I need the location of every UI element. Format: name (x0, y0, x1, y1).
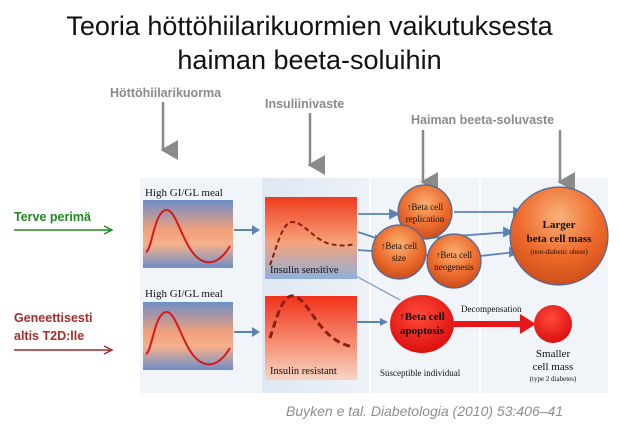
smaller-line1: Smaller (536, 348, 571, 360)
larger-line2: beta cell mass (527, 233, 592, 245)
citation: Buyken e tal. Diabetologia (2010) 53:406… (286, 403, 564, 419)
susceptible-label: Susceptible individual (380, 368, 461, 378)
neogenesis-line1: ↑Beta cell (436, 250, 473, 260)
beta-cell-apoptosis (390, 295, 454, 353)
neogenesis-line2: neogenesis (434, 262, 474, 272)
row-label-genetic-line2: altis T2D:lle (14, 329, 85, 343)
meal-label-top: High GI/GL meal (145, 187, 223, 199)
larger-line3: (non-diabetic obese) (530, 248, 588, 256)
insulin-resistant-label: Insulin resistant (270, 366, 337, 377)
decompensation-label: Decompensation (461, 304, 522, 314)
beta-cell-neogenesis (426, 233, 482, 289)
beta-cell-size (371, 224, 427, 280)
smaller-line2: cell mass (533, 361, 574, 373)
apoptosis-line2: apoptosis (400, 325, 445, 337)
header-beta-cell-response: Haiman beeta-soluvaste (411, 113, 555, 127)
meal-label-bottom: High GI/GL meal (145, 288, 223, 300)
header-insulin-response: Insuliinivaste (265, 97, 345, 111)
smaller-line3: (type 2 diabetes) (530, 375, 577, 383)
size-line2: size (392, 253, 406, 263)
row-label-healthy: Terve perimä (14, 210, 91, 224)
page-title-line1: Teoria höttöhiilarikuormien vaikutuksest… (66, 11, 553, 41)
page-title-line2: haiman beeta-soluihin (177, 45, 442, 75)
larger-beta-cell-mass (509, 186, 609, 286)
insulin-sensitive-label: Insulin sensitive (270, 265, 339, 276)
apoptosis-line1: ↑Beta cell (399, 311, 445, 323)
row-label-genetic-line1: Geneettisesti (14, 311, 93, 325)
beta-cell-replication (397, 184, 453, 240)
larger-line1: Larger (543, 219, 576, 231)
meal-box-bottom (143, 302, 233, 370)
smaller-cell-mass (534, 305, 572, 343)
insulin-resistant-box (265, 296, 357, 380)
header-carb-load: Höttöhiilarikuorma (110, 86, 222, 100)
meal-box-top (143, 200, 233, 268)
size-line1: ↑Beta cell (381, 241, 418, 251)
arrow-to-apoptosis (355, 275, 401, 301)
replication-line2: replication (406, 214, 445, 224)
replication-line1: ↑Beta cell (407, 202, 444, 212)
